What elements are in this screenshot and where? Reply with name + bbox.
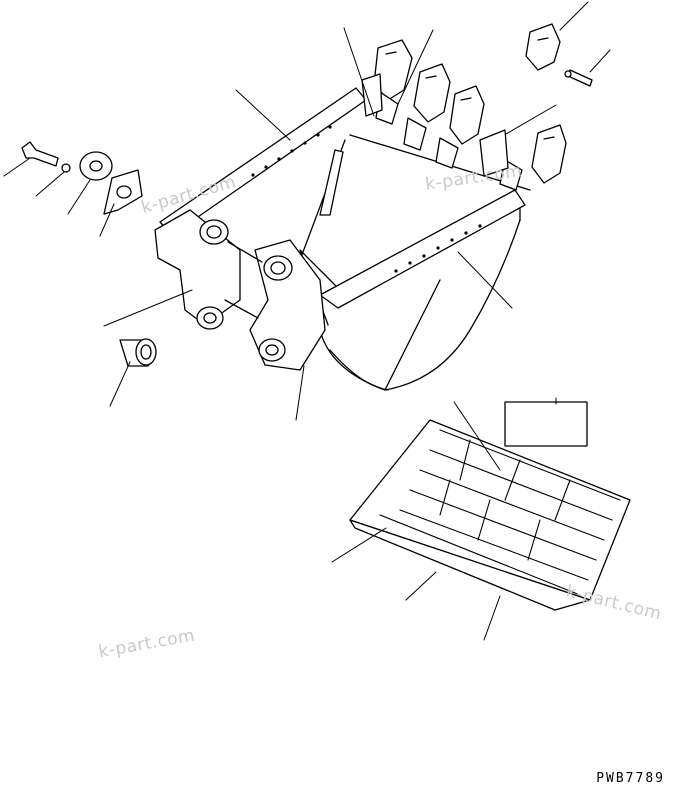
pin-bushing [119, 338, 157, 367]
shim-plate [103, 169, 143, 215]
liner-grid [379, 429, 621, 596]
wear-strip-front [349, 519, 591, 611]
leader-lines [3, 1, 611, 641]
hardware [21, 141, 157, 367]
tooth-3 [435, 85, 485, 169]
bolt [21, 141, 59, 167]
rail-holes [251, 125, 482, 273]
tooth-pin [564, 69, 593, 87]
bushing-flange [79, 151, 113, 181]
wear-plates [349, 401, 631, 611]
spare-tooth [525, 23, 561, 71]
link-bosses [154, 209, 326, 371]
bucket-body [159, 87, 531, 391]
side-cutter-right [479, 129, 509, 177]
tooth-2 [403, 63, 451, 151]
bucket-teeth [361, 23, 593, 191]
washer [61, 163, 71, 173]
drawing-code: PWB7789 [596, 771, 665, 786]
wear-tag [504, 401, 588, 447]
side-cutter-left [361, 73, 383, 117]
